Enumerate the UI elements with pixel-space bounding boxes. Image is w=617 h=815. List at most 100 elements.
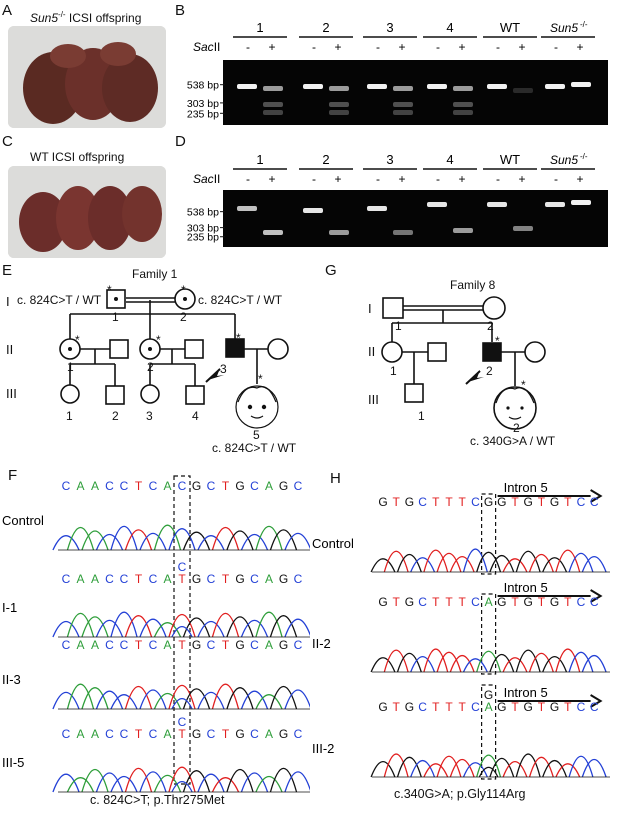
trace-peak <box>383 550 409 573</box>
trace-peak <box>555 648 581 673</box>
trace-peak <box>211 612 240 638</box>
base-call: C <box>294 638 303 652</box>
trace-peak <box>153 622 182 638</box>
base-call: C <box>62 638 71 652</box>
trace-peak <box>226 616 254 638</box>
gel-band <box>513 226 533 231</box>
base-call: T <box>564 700 572 714</box>
trace-peak <box>182 688 211 710</box>
base-call: T <box>222 727 230 741</box>
trace-peak <box>370 657 396 673</box>
row-label: Control <box>2 513 44 528</box>
trace-peak <box>255 611 283 638</box>
trace-peak <box>423 763 449 778</box>
gel-band <box>427 84 447 89</box>
f8-id-ii-1: 1 <box>390 364 397 378</box>
trace-peak <box>52 691 80 710</box>
gel-marker-label: 538 bp <box>187 207 219 219</box>
row-label: II-3 <box>2 672 21 687</box>
gel-marker-label: 538 bp <box>187 80 219 92</box>
trace-peak <box>110 525 138 551</box>
gel-band <box>237 206 257 211</box>
gel-lane-label: WT <box>500 20 520 35</box>
trace-peak <box>423 648 449 673</box>
base-call: C <box>149 572 158 586</box>
trace-peak <box>528 553 554 573</box>
gel-plus: + <box>268 172 275 186</box>
gel-plus: + <box>458 172 465 186</box>
trace-peak <box>436 755 462 778</box>
base-call: G <box>192 572 201 586</box>
row-label: I-1 <box>2 600 17 615</box>
trace-peak <box>269 686 298 710</box>
trace-peak <box>489 653 515 673</box>
f8-genotype-iii-2: c. 340G>A / WT <box>470 434 556 448</box>
base-call: A <box>163 727 171 741</box>
gel-marker-label: 235 bp <box>187 108 219 120</box>
base-call: T <box>511 595 519 609</box>
base-call: G <box>405 495 414 509</box>
enzyme-label: SacII <box>193 40 220 54</box>
base-call: A <box>265 727 273 741</box>
f8-id-iii-2: 2 <box>513 421 520 435</box>
gel-plus: + <box>518 172 525 186</box>
gel-band <box>571 82 591 87</box>
hetero-base: G <box>484 688 493 702</box>
pedigree-family-1 <box>59 288 289 429</box>
trace-peak <box>269 529 298 551</box>
gel-lane-sup: -/- <box>580 20 588 29</box>
base-call: G <box>524 700 533 714</box>
trace-peak <box>66 612 95 638</box>
gel-minus: - <box>554 172 558 186</box>
gel-plus: + <box>458 40 465 54</box>
base-call: T <box>538 700 546 714</box>
id-iii-1: 1 <box>66 409 73 423</box>
base-call: A <box>91 727 99 741</box>
trace-peak <box>555 763 581 778</box>
base-call: G <box>497 700 506 714</box>
trace-peak <box>515 550 541 573</box>
gel-band <box>487 84 507 89</box>
intron-label: Intron 5 <box>504 685 548 700</box>
trace-peak <box>240 690 269 710</box>
trace-peak <box>95 533 124 551</box>
gel-plus: + <box>334 172 341 186</box>
base-call: C <box>471 495 480 509</box>
panel-label-d: D <box>175 133 186 150</box>
gel-band <box>367 84 387 89</box>
gel-band <box>263 102 283 107</box>
trace-peak <box>110 775 138 793</box>
trace-peak <box>476 650 502 673</box>
trace-peak <box>528 652 554 673</box>
gel-minus: - <box>376 40 380 54</box>
trace-peak <box>581 654 607 673</box>
base-call: T <box>432 595 440 609</box>
base-call: G <box>192 727 201 741</box>
gel-band <box>453 228 473 233</box>
trace-peak <box>528 756 554 778</box>
panel-label-h: H <box>330 470 341 487</box>
intron-label: Intron 5 <box>504 480 548 495</box>
gel-lane-label: 2 <box>322 20 329 35</box>
gel-band <box>453 110 473 115</box>
gel-band <box>263 110 283 115</box>
trace-peak <box>462 548 488 573</box>
id-i-2: 2 <box>180 310 187 324</box>
trace-peak <box>489 554 515 573</box>
star-ii-2: * <box>156 333 161 347</box>
base-call: G <box>550 700 559 714</box>
gel-band <box>237 84 257 89</box>
base-call: A <box>163 479 171 493</box>
mice-photo-a <box>8 26 166 128</box>
base-call: A <box>76 638 84 652</box>
base-call: C <box>577 595 586 609</box>
trace-peak <box>240 772 269 793</box>
base-call: C <box>120 479 129 493</box>
gel-minus: - <box>436 172 440 186</box>
trace-peak <box>52 535 80 551</box>
row-label: Control <box>312 536 354 551</box>
base-call: C <box>471 595 480 609</box>
gel-band <box>513 88 533 93</box>
f8-id-i-1: 1 <box>395 319 402 333</box>
trace-peak <box>211 683 240 710</box>
